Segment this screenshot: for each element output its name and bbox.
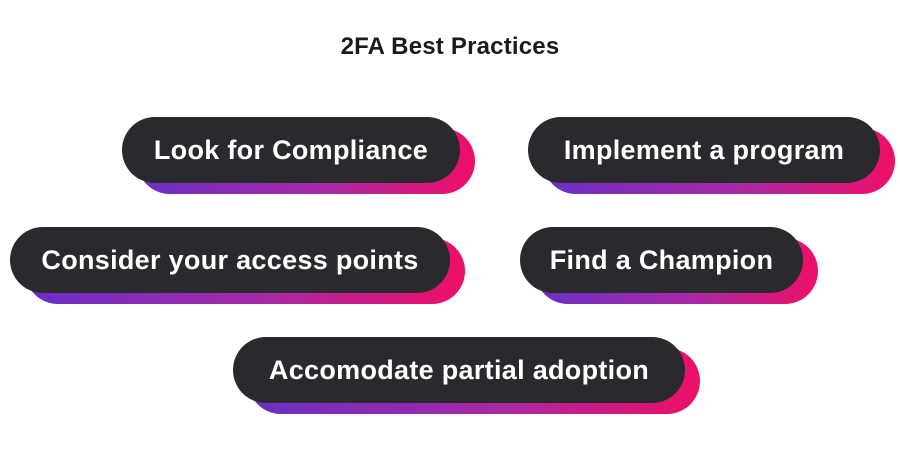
- pill-look-for-compliance: Look for Compliance: [122, 117, 475, 194]
- pill-label: Accomodate partial adoption: [268, 354, 650, 385]
- pill-label: Implement a program: [563, 134, 845, 165]
- pill-find-a-champion: Find a Champion: [520, 227, 818, 304]
- pill-face: Find a Champion: [520, 227, 803, 293]
- pill-consider-your-access-points: Consider your access points: [10, 227, 465, 304]
- page-title: 2FA Best Practices: [340, 33, 560, 60]
- pill-face: Implement a program: [528, 117, 880, 183]
- pill-label: Look for Compliance: [153, 134, 429, 165]
- pill-face: Look for Compliance: [122, 117, 460, 183]
- pill-label: Find a Champion: [549, 244, 774, 275]
- pill-accomodate-partial-adoption: Accomodate partial adoption: [233, 337, 700, 414]
- pill-face: Accomodate partial adoption: [233, 337, 685, 403]
- pill-label: Consider your access points: [41, 244, 419, 275]
- pill-implement-a-program: Implement a program: [528, 117, 895, 194]
- pill-face: Consider your access points: [10, 227, 450, 293]
